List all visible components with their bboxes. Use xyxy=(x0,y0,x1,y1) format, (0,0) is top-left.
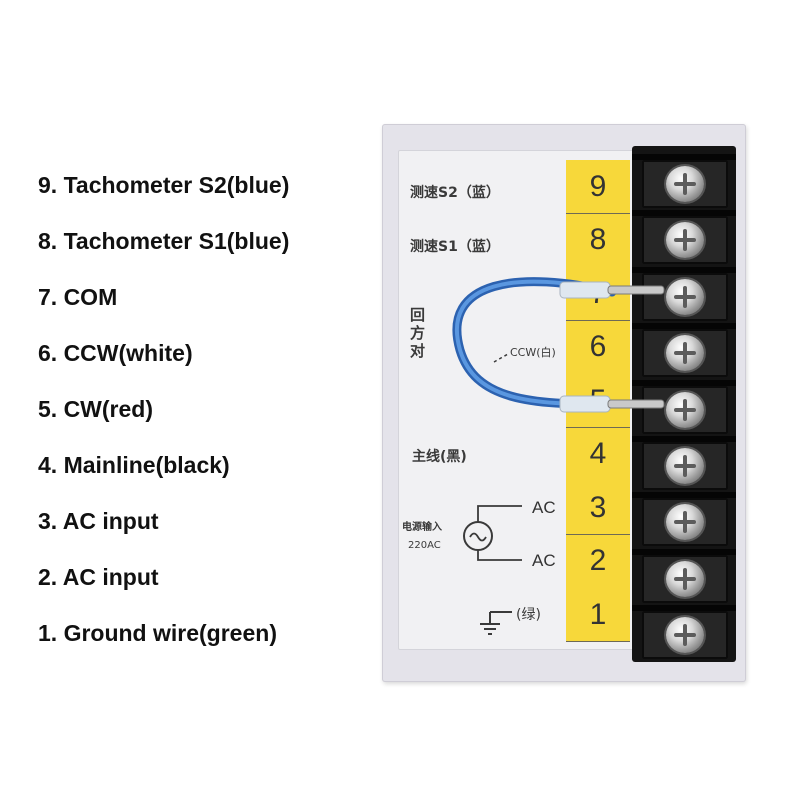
terminal-number-1: 1 xyxy=(566,588,630,642)
terminal-number-8: 8 xyxy=(566,213,630,268)
terminal-7[interactable] xyxy=(642,272,728,321)
legend-item-3: 3. AC input xyxy=(38,508,159,534)
label-direction-3: 对 xyxy=(410,342,426,360)
terminal-divider xyxy=(632,210,736,217)
screw-icon[interactable] xyxy=(666,448,704,484)
terminal-divider xyxy=(632,436,736,442)
terminal-divider xyxy=(632,266,736,273)
screw-icon[interactable] xyxy=(666,617,704,654)
legend-item-4: 4. Mainline(black) xyxy=(38,452,230,478)
terminal-divider xyxy=(632,379,736,386)
terminal-divider xyxy=(632,605,736,612)
screw-icon[interactable] xyxy=(666,222,704,259)
legend-item-9: 9. Tachometer S2(blue) xyxy=(38,172,290,198)
label-voltage: 220AC xyxy=(408,540,441,551)
terminal-4[interactable] xyxy=(642,442,728,490)
terminal-2[interactable] xyxy=(642,554,728,603)
terminal-number-3: 3 xyxy=(566,481,630,535)
terminal-number-6: 6 xyxy=(566,320,630,375)
label-ac-top: AC xyxy=(532,498,556,517)
terminal-5[interactable] xyxy=(642,385,728,434)
legend-item-5: 5. CW(red) xyxy=(38,396,153,422)
terminal-divider xyxy=(632,492,736,499)
terminal-number-5: 5 xyxy=(566,374,630,428)
legend-item-8: 8. Tachometer S1(blue) xyxy=(38,228,290,254)
label-mainline: 主线(黑) xyxy=(412,449,467,465)
terminal-divider xyxy=(632,154,736,160)
legend-item-7: 7. COM xyxy=(38,284,118,310)
terminal-3[interactable] xyxy=(642,498,728,547)
terminal-number-9: 9 xyxy=(566,160,630,214)
screw-icon[interactable] xyxy=(666,278,704,315)
label-ground-green: (绿) xyxy=(516,607,541,623)
legend-item-6: 6. CCW(white) xyxy=(38,340,193,366)
legend-item-2: 2. AC input xyxy=(38,564,159,590)
terminal-6[interactable] xyxy=(642,329,728,378)
ac-lead-bottom xyxy=(477,550,522,561)
terminal-8[interactable] xyxy=(642,216,728,265)
terminal-number-4: 4 xyxy=(566,427,630,482)
screw-icon[interactable] xyxy=(666,560,704,597)
terminal-9[interactable] xyxy=(642,160,728,208)
terminal-number-2: 2 xyxy=(566,534,630,589)
label-direction-2: 方 xyxy=(410,324,426,342)
legend-item-1: 1. Ground wire(green) xyxy=(38,620,277,646)
screw-icon[interactable] xyxy=(666,391,704,428)
label-power-input: 电源输入 xyxy=(402,522,442,533)
label-ac-bottom: AC xyxy=(532,551,556,570)
ac-lead-top xyxy=(477,505,522,522)
ccw-dashed-lead xyxy=(493,353,509,363)
label-tachometer-s1: 测速S1（蓝） xyxy=(410,239,500,255)
terminal-divider xyxy=(632,323,736,330)
ground-icon xyxy=(480,611,512,635)
screw-icon[interactable] xyxy=(666,166,704,202)
label-tachometer-s2: 测速S2（蓝） xyxy=(410,185,500,201)
terminal-block xyxy=(632,146,736,662)
terminal-1[interactable] xyxy=(642,611,728,660)
terminal-number-7: 7 xyxy=(566,267,630,321)
sine-wave-icon xyxy=(469,532,487,542)
screw-icon[interactable] xyxy=(666,335,704,372)
terminal-divider xyxy=(632,548,736,555)
screw-icon[interactable] xyxy=(666,504,704,541)
label-direction-1: 回 xyxy=(410,306,426,324)
